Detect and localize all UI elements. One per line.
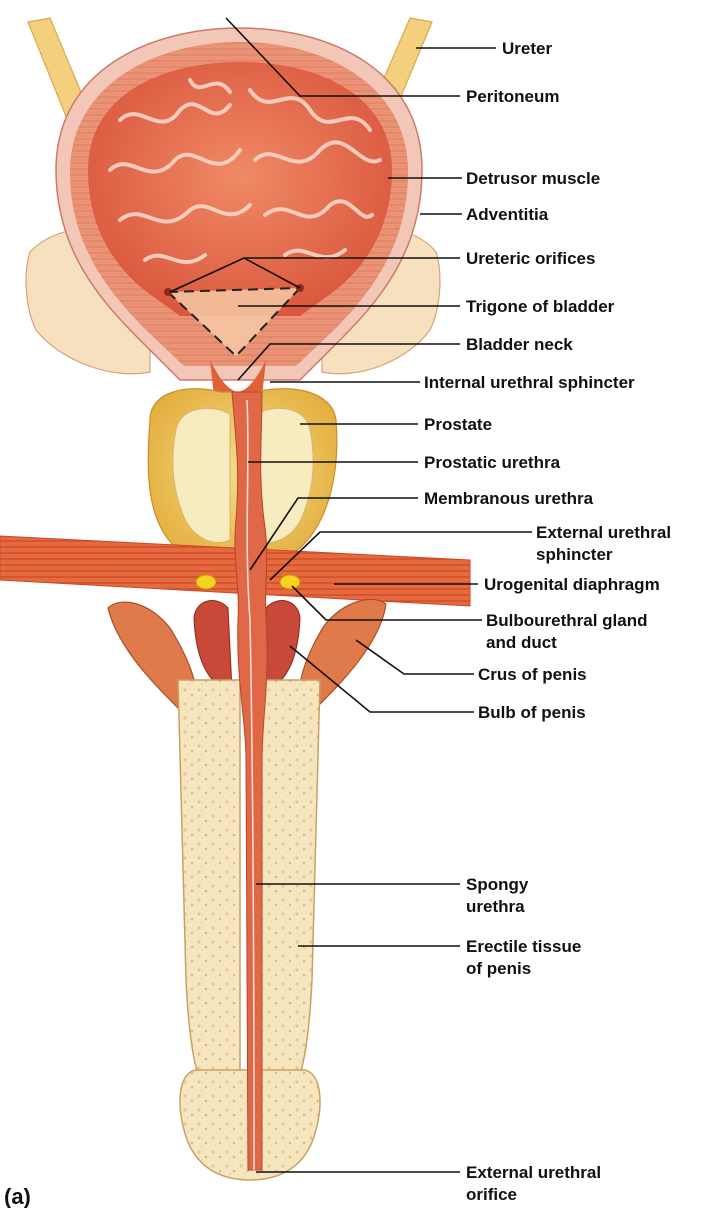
- label-external-orifice-1: External urethral: [466, 1163, 601, 1182]
- label-internal-sphincter: Internal urethral sphincter: [424, 373, 635, 392]
- leader-crus: [356, 640, 474, 674]
- label-bulbourethral-2: and duct: [486, 633, 557, 652]
- label-detrusor: Detrusor muscle: [466, 169, 600, 188]
- label-adventitia: Adventitia: [466, 205, 549, 224]
- label-peritoneum: Peritoneum: [466, 87, 560, 106]
- label-membranous-urethra: Membranous urethra: [424, 489, 594, 508]
- label-prostate: Prostate: [424, 415, 492, 434]
- label-ureteric-orifices: Ureteric orifices: [466, 249, 595, 268]
- panel-label: (a): [4, 1184, 31, 1208]
- label-urogenital-diaphragm: Urogenital diaphragm: [484, 575, 660, 594]
- label-crus: Crus of penis: [478, 665, 587, 684]
- label-ureter: Ureter: [502, 39, 552, 58]
- label-spongy-urethra-2: urethra: [466, 897, 525, 916]
- label-external-orifice-2: orifice: [466, 1185, 517, 1204]
- label-external-sphincter-1: External urethral: [536, 523, 671, 542]
- label-external-sphincter-2: sphincter: [536, 545, 613, 564]
- label-prostatic-urethra: Prostatic urethra: [424, 453, 561, 472]
- label-erectile-1: Erectile tissue: [466, 937, 581, 956]
- label-trigone: Trigone of bladder: [466, 297, 615, 316]
- label-bulb: Bulb of penis: [478, 703, 586, 722]
- label-bulbourethral-1: Bulbourethral gland: [486, 611, 648, 630]
- label-spongy-urethra-1: Spongy: [466, 875, 529, 894]
- label-bladder-neck: Bladder neck: [466, 335, 573, 354]
- label-erectile-2: of penis: [466, 959, 531, 978]
